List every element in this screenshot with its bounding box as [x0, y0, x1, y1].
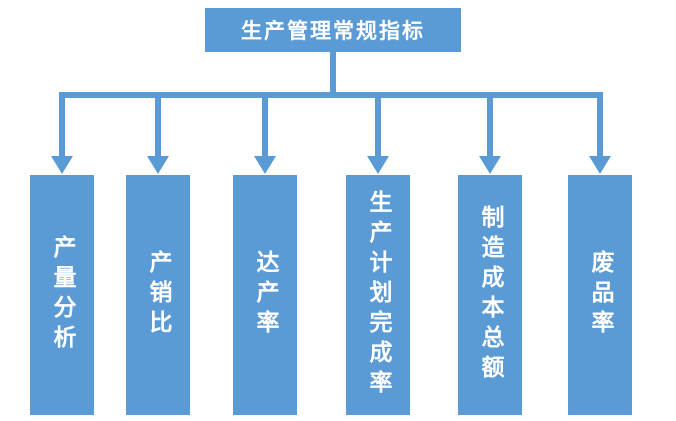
arrow-down-icon: [367, 156, 389, 174]
root-node: 生产管理常规指标: [205, 8, 461, 52]
leaf-node-label: 产销比: [145, 250, 171, 340]
leaf-node-label: 达产率: [252, 250, 278, 340]
leaf-node-label: 产量分析: [49, 235, 75, 355]
root-node-label: 生产管理常规指标: [241, 19, 425, 43]
leaf-node-capacity-rate: 达产率: [233, 175, 297, 415]
leaf-node-label: 制造成本总额: [477, 205, 503, 385]
leaf-node-scrap-rate: 废品率: [568, 175, 632, 415]
arrow-down-icon: [147, 156, 169, 174]
leaf-node-manufacturing-cost-total: 制造成本总额: [458, 175, 522, 415]
arrow-down-icon: [479, 156, 501, 174]
leaf-node-output-analysis: 产量分析: [30, 175, 94, 415]
arrow-down-icon: [51, 156, 73, 174]
arrow-down-icon: [254, 156, 276, 174]
leaf-node-plan-completion-rate: 生产计划完成率: [346, 175, 410, 415]
leaf-node-production-sales-ratio: 产销比: [126, 175, 190, 415]
arrow-down-icon: [589, 156, 611, 174]
leaf-node-label: 生产计划完成率: [365, 190, 391, 400]
leaf-node-label: 废品率: [587, 250, 613, 340]
